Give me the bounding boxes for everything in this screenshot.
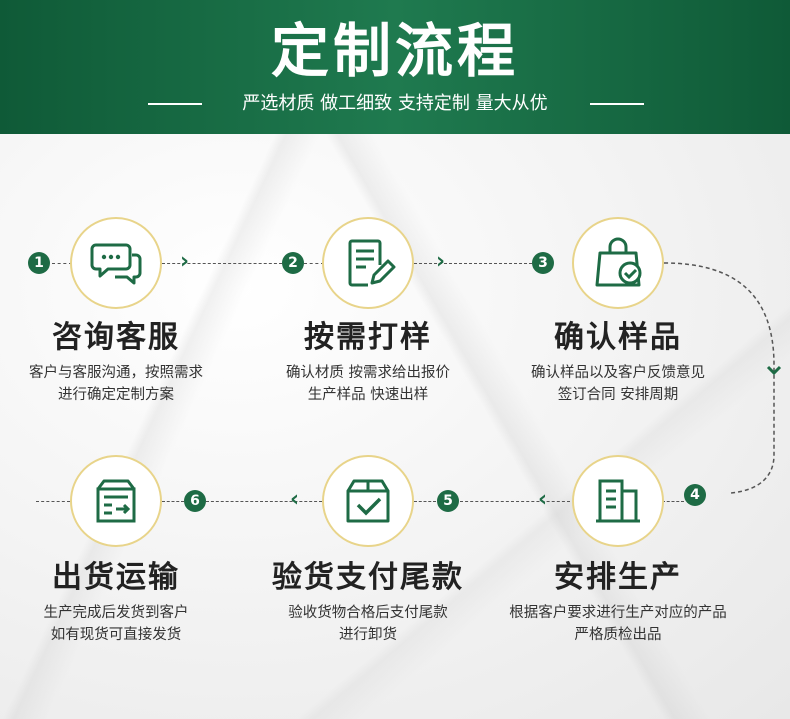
connector-line [162, 263, 282, 264]
step-number-4: 4 [684, 484, 706, 506]
step-number-5: 5 [437, 490, 459, 512]
step-desc: 验收货物合格后支付尾款 [288, 605, 448, 621]
chevron-left-icon: ‹ [538, 487, 548, 512]
chevron-left-icon: ‹ [290, 487, 300, 512]
step-title: 安排生产 [554, 560, 682, 595]
connector-line [662, 501, 684, 502]
building-icon [596, 479, 640, 523]
connector-line [460, 501, 570, 502]
step-desc: 严格质检出品 [574, 627, 662, 643]
step-desc: 确认材质 按需求给出报价 [285, 365, 451, 381]
page-title: 定制流程 [270, 17, 519, 85]
step-title: 咨询客服 [52, 320, 180, 355]
chevron-right-icon: › [436, 249, 446, 274]
subtitle-left-line [148, 103, 202, 105]
step-number-6: 6 [184, 490, 206, 512]
step-title: 验货支付尾款 [272, 560, 464, 595]
step-desc: 进行卸货 [339, 627, 397, 643]
step-desc: 签订合同 安排周期 [557, 387, 679, 403]
header-banner: 定制流程 严选材质 做工细致 支持定制 量大从优 [0, 0, 790, 134]
step-desc: 根据客户要求进行生产对应的产品 [509, 605, 727, 621]
step-icon-ring [70, 455, 162, 547]
connector-line [414, 501, 436, 502]
step-title: 确认样品 [554, 320, 682, 355]
step-title: 按需打样 [304, 320, 432, 355]
connector-line [36, 501, 70, 502]
step-desc: 生产样品 快速出样 [307, 387, 429, 403]
step-icon-ring [322, 455, 414, 547]
connector-line [52, 263, 72, 264]
step-number-2: 2 [282, 252, 304, 274]
shipping-box-icon [96, 479, 136, 523]
step-number-1: 1 [28, 252, 50, 274]
step-desc: 生产完成后发货到客户 [43, 605, 189, 621]
chevron-right-icon: › [180, 249, 190, 274]
connector-line [414, 263, 532, 264]
step-desc: 如有现货可直接发货 [50, 627, 182, 643]
step-title: 出货运输 [52, 560, 180, 595]
document-edit-icon [348, 239, 396, 287]
step-number-3: 3 [532, 252, 554, 274]
step-desc: 确认样品以及客户反馈意见 [531, 365, 705, 381]
connector-curve [663, 262, 782, 494]
subtitle-right-line [590, 103, 644, 105]
connector-line [206, 501, 322, 502]
step-icon-ring [572, 217, 664, 309]
bag-check-icon [595, 237, 642, 287]
box-check-icon [346, 479, 390, 523]
step-desc: 客户与客服沟通，按照需求 [29, 365, 203, 381]
connector-line [304, 263, 324, 264]
connector-line [162, 501, 184, 502]
step-icon-ring [322, 217, 414, 309]
step-icon-ring [70, 217, 162, 309]
step-icon-ring [572, 455, 664, 547]
step-desc: 进行确定定制方案 [58, 387, 174, 403]
chat-bubbles-icon [90, 243, 142, 285]
page-subtitle: 严选材质 做工细致 支持定制 量大从优 [242, 93, 548, 114]
